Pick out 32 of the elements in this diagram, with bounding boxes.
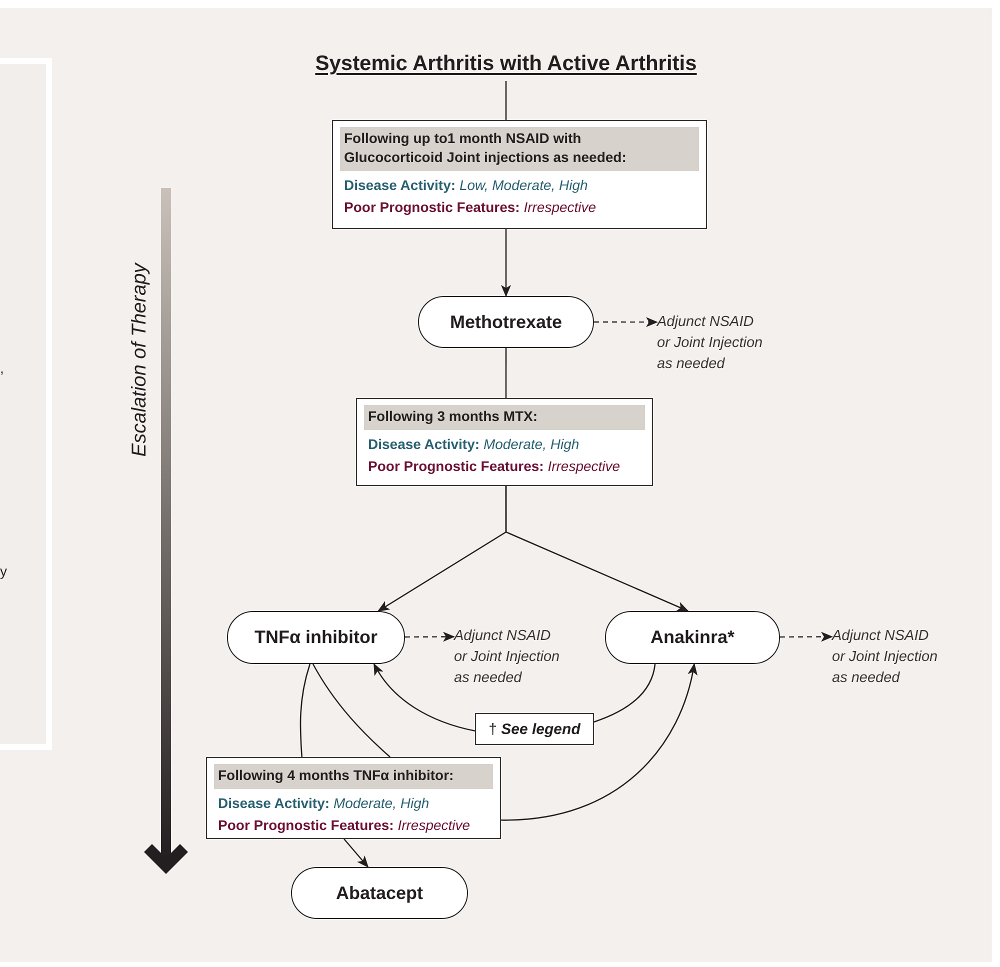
connector-arrow <box>500 663 697 821</box>
adjunct-note: Adjunct NSAID or Joint Injection as needed <box>454 626 566 689</box>
connector-arrow <box>780 632 833 642</box>
criteria-box <box>332 120 707 229</box>
axis-label: Escalation of Therapy <box>128 263 152 457</box>
adjunct-note: Adjunct NSAID or Joint Injection as needed <box>832 626 944 689</box>
criteria-line: Disease Activity: Moderate, High <box>367 435 580 454</box>
connector-arrow <box>373 663 476 732</box>
criteria-line: Disease Activity: Low, Moderate, High <box>343 176 589 195</box>
connector-arrow <box>405 632 455 642</box>
criteria-line: Poor Prognostic Features: Irrespective <box>217 816 472 835</box>
treatment-box: Abatacept <box>291 867 468 919</box>
text-fragment: , <box>0 360 4 376</box>
connector-arrow <box>594 317 658 328</box>
diagram-title: Systemic Arthritis with Active Arthritis <box>315 52 697 76</box>
criteria-box <box>356 398 653 486</box>
treatment-box: Anakinra* <box>605 611 780 664</box>
criteria-box <box>206 757 501 839</box>
criteria-heading: Following 3 months MTX: <box>364 405 645 430</box>
treatment-box: TNFα inhibitor <box>227 611 405 664</box>
criteria-heading: Following 4 months TNFα inhibitor: <box>214 764 493 789</box>
connector-arrow <box>501 229 511 297</box>
criteria-line: Poor Prognostic Features: Irrespective <box>343 198 598 217</box>
treatment-box: Methotrexate <box>418 296 594 348</box>
adjunct-note: Adjunct NSAID or Joint Injection as needed <box>657 312 769 375</box>
connector-arrow <box>505 486 689 612</box>
text-fragment: y <box>0 563 7 579</box>
connector-arrow <box>344 838 369 868</box>
criteria-heading: Following up to1 month NSAID with Glucocorticoid Joint injections as needed: <box>340 127 699 171</box>
legend-reference-box: † See legend <box>475 713 594 745</box>
criteria-line: Poor Prognostic Features: Irrespective <box>367 457 622 476</box>
criteria-line: Disease Activity: Moderate, High <box>217 794 430 813</box>
